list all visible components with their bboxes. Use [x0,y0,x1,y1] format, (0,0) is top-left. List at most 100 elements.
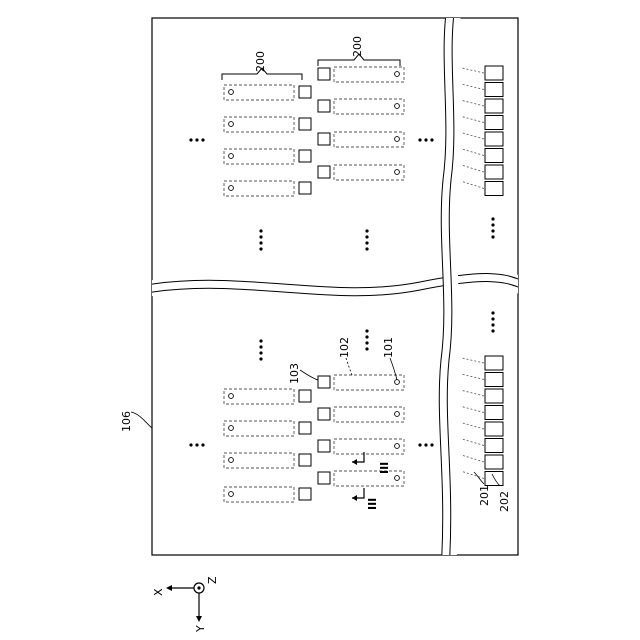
element-unit-left [224,85,311,100]
group-label-b: 200 [351,36,364,57]
terminal-pad [485,455,503,469]
terminal-unit [462,373,503,387]
terminal-wire [462,374,484,379]
element-outline [224,85,294,100]
terminal-pad [485,389,503,403]
ellipsis-right-bottom [418,443,433,446]
element-hole [229,90,234,95]
dot [189,138,192,141]
dot [491,323,494,326]
element-outline [224,117,294,132]
element-unit-right [318,132,404,147]
element-outline [224,487,294,502]
element-unit-left [224,117,311,132]
dot [418,138,421,141]
terminal-label: 202 [498,491,511,512]
terminal-unit [462,132,503,146]
axis-x-label: X [152,588,165,596]
terminal-wire [462,407,484,413]
terminal-unit [462,422,503,436]
ellipsis-left-bottom [189,443,204,446]
element-hole [229,426,234,431]
dot [259,351,262,354]
element-hole [395,170,400,175]
dot [365,235,368,238]
ellipsis-vertical-terminal-bottom [491,311,494,332]
terminal-unit [462,99,503,113]
element-pad [299,118,311,130]
terminal-pad [485,406,503,420]
axis-y-label: Y [194,625,207,633]
outline-leader [346,358,352,375]
element-pad [299,488,311,500]
terminal-pad [485,116,503,130]
terminal-pad [485,66,503,80]
dot [259,235,262,238]
terminal-unit [462,471,503,485]
element-unit-left [224,421,311,436]
dot [259,339,262,342]
group-label-a: 200 [254,51,267,72]
panel-leader [131,412,152,428]
element-pad [299,150,311,162]
ellipsis-vertical-terminal-top [491,217,494,238]
terminal-pad [485,165,503,179]
element-outline [224,453,294,468]
element-pad [318,408,330,420]
dot [430,443,433,446]
terminal-wire [462,84,484,89]
pad-label: 103 [288,363,301,384]
outline-label: 102 [338,337,351,358]
element-pad [318,376,330,388]
terminal-pad [485,132,503,146]
element-pad [318,472,330,484]
pad-leader [300,370,318,380]
terminal-pad [485,149,503,163]
ellipsis-vertical-left-top [259,229,262,250]
dot [365,335,368,338]
dot [365,229,368,232]
element-outline [334,67,404,82]
dot [201,138,204,141]
dot [365,247,368,250]
terminal-pad [485,439,503,453]
element-hole [395,444,400,449]
element-outline [334,471,404,486]
ellipsis-vertical-right-bottom [365,329,368,350]
element-unit-left [224,487,311,502]
element-hole [395,137,400,142]
dot [365,241,368,244]
dot [491,311,494,314]
element-outline [334,407,404,422]
element-hole [229,154,234,159]
element-outline [224,389,294,404]
terminal-unit [462,149,503,163]
element-outline [224,181,294,196]
dot [189,443,192,446]
dot [365,347,368,350]
element-hole [229,186,234,191]
section-label-lower: III [366,498,379,510]
dot [424,138,427,141]
terminal-pad [485,373,503,387]
terminal-unit [462,181,503,195]
dot [491,235,494,238]
terminal-unit [462,83,503,97]
dot [424,443,427,446]
terminal-pad [485,356,503,370]
element-unit-right [318,375,404,390]
terminal-pad [485,422,503,436]
element-pad [299,182,311,194]
ellipsis-vertical-left-bottom [259,339,262,360]
dot [491,229,494,232]
element-outline [224,149,294,164]
element-hole [395,476,400,481]
panel-label: 106 [120,411,133,432]
element-outline [334,165,404,180]
terminal-unit [462,439,503,453]
terminal-wire [462,100,484,106]
element-pad [318,133,330,145]
element-pad [318,68,330,80]
dot [259,357,262,360]
element-hole [395,380,400,385]
